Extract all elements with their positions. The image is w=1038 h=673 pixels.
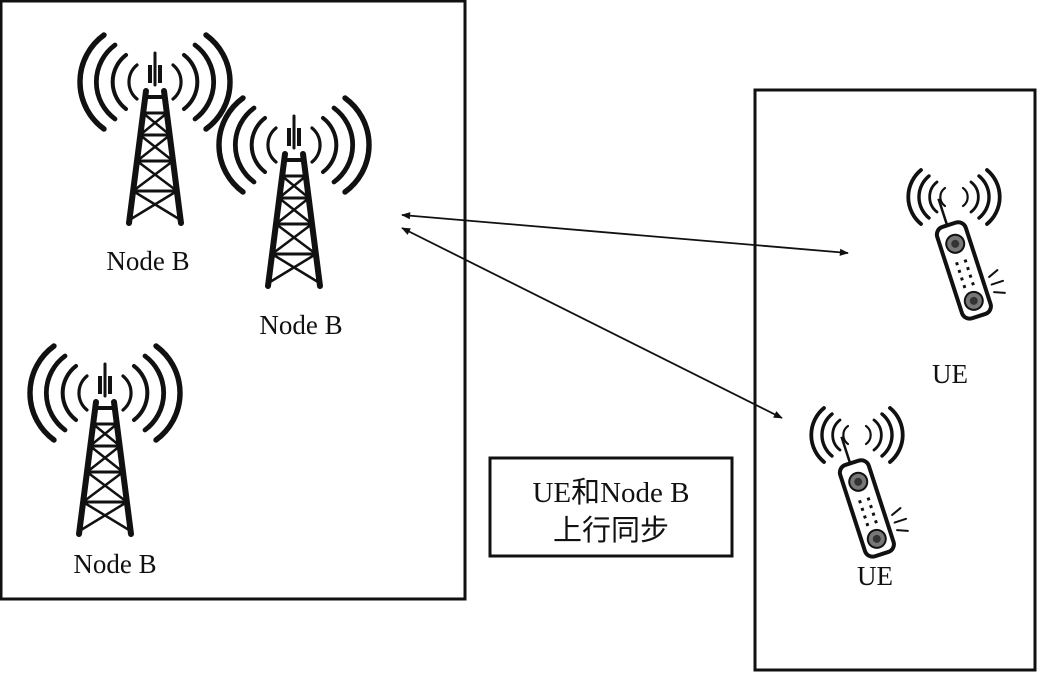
ue-label-2: UE [857, 561, 893, 591]
caption-line-2: 上行同步 [553, 514, 669, 547]
node-b-panel [0, 0, 467, 601]
phone-icon-2 [809, 406, 917, 561]
caption-line-1: UE和Node B [532, 477, 689, 509]
tower-icon-3 [30, 346, 180, 534]
phone-icon-1 [906, 168, 1014, 323]
sync-arrow-1 [401, 212, 849, 256]
node-b-label-2: Node B [259, 310, 342, 340]
tower-icon-2 [219, 98, 369, 286]
caption-box [488, 456, 734, 558]
node-b-label-3: Node B [73, 549, 156, 579]
sync-arrow-2 [401, 227, 783, 419]
tower-icon-1 [80, 35, 230, 223]
ue-label-1: UE [932, 359, 968, 389]
node-b-label-1: Node B [106, 246, 189, 276]
